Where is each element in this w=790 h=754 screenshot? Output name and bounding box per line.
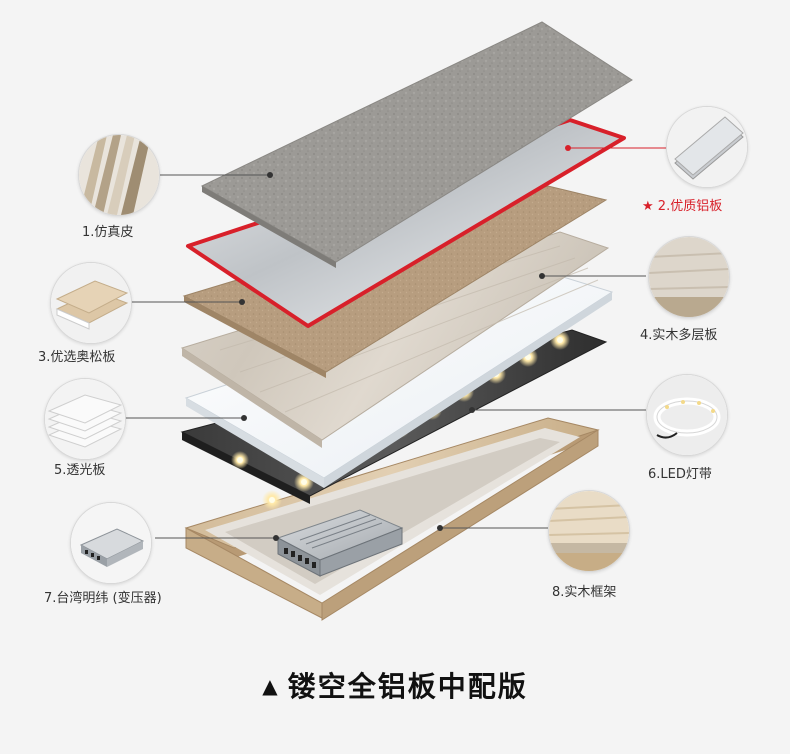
thumb-mdf (50, 262, 132, 344)
star-icon: ★ (642, 199, 654, 214)
leader-lines (122, 147, 666, 539)
label-faux-leather: 1.仿真皮 (82, 225, 134, 240)
label-mdf: 3.优选奥松板 (38, 350, 116, 365)
layer-power-supply (276, 509, 404, 577)
page-title-text: 镂空全铝板中配版 (287, 670, 528, 703)
label-diffuser: 5.透光板 (54, 463, 106, 478)
label-wood-frame: 8.实木框架 (552, 585, 617, 600)
thumb-plywood (648, 236, 730, 318)
thumb-power-supply (70, 502, 152, 584)
label-led-strip: 6.LED灯带 (648, 467, 712, 482)
thumb-wood-frame (548, 490, 630, 572)
layer-faux-leather (200, 21, 633, 268)
label-aluminum-text: 2.优质铝板 (657, 199, 723, 214)
thumb-aluminum (666, 106, 748, 188)
label-power-supply: 7.台湾明纬 (变压器) (44, 591, 162, 606)
label-aluminum: ★ 2.优质铝板 (642, 195, 722, 214)
thumb-faux-leather (78, 134, 160, 216)
page-title: ▲ 镂空全铝板中配版 (0, 665, 790, 705)
triangle-up-icon: ▲ (262, 674, 280, 698)
label-plywood: 4.实木多层板 (640, 328, 718, 343)
thumb-diffuser (44, 378, 126, 460)
thumb-led-strip (646, 374, 728, 456)
leader-dots (239, 145, 571, 541)
